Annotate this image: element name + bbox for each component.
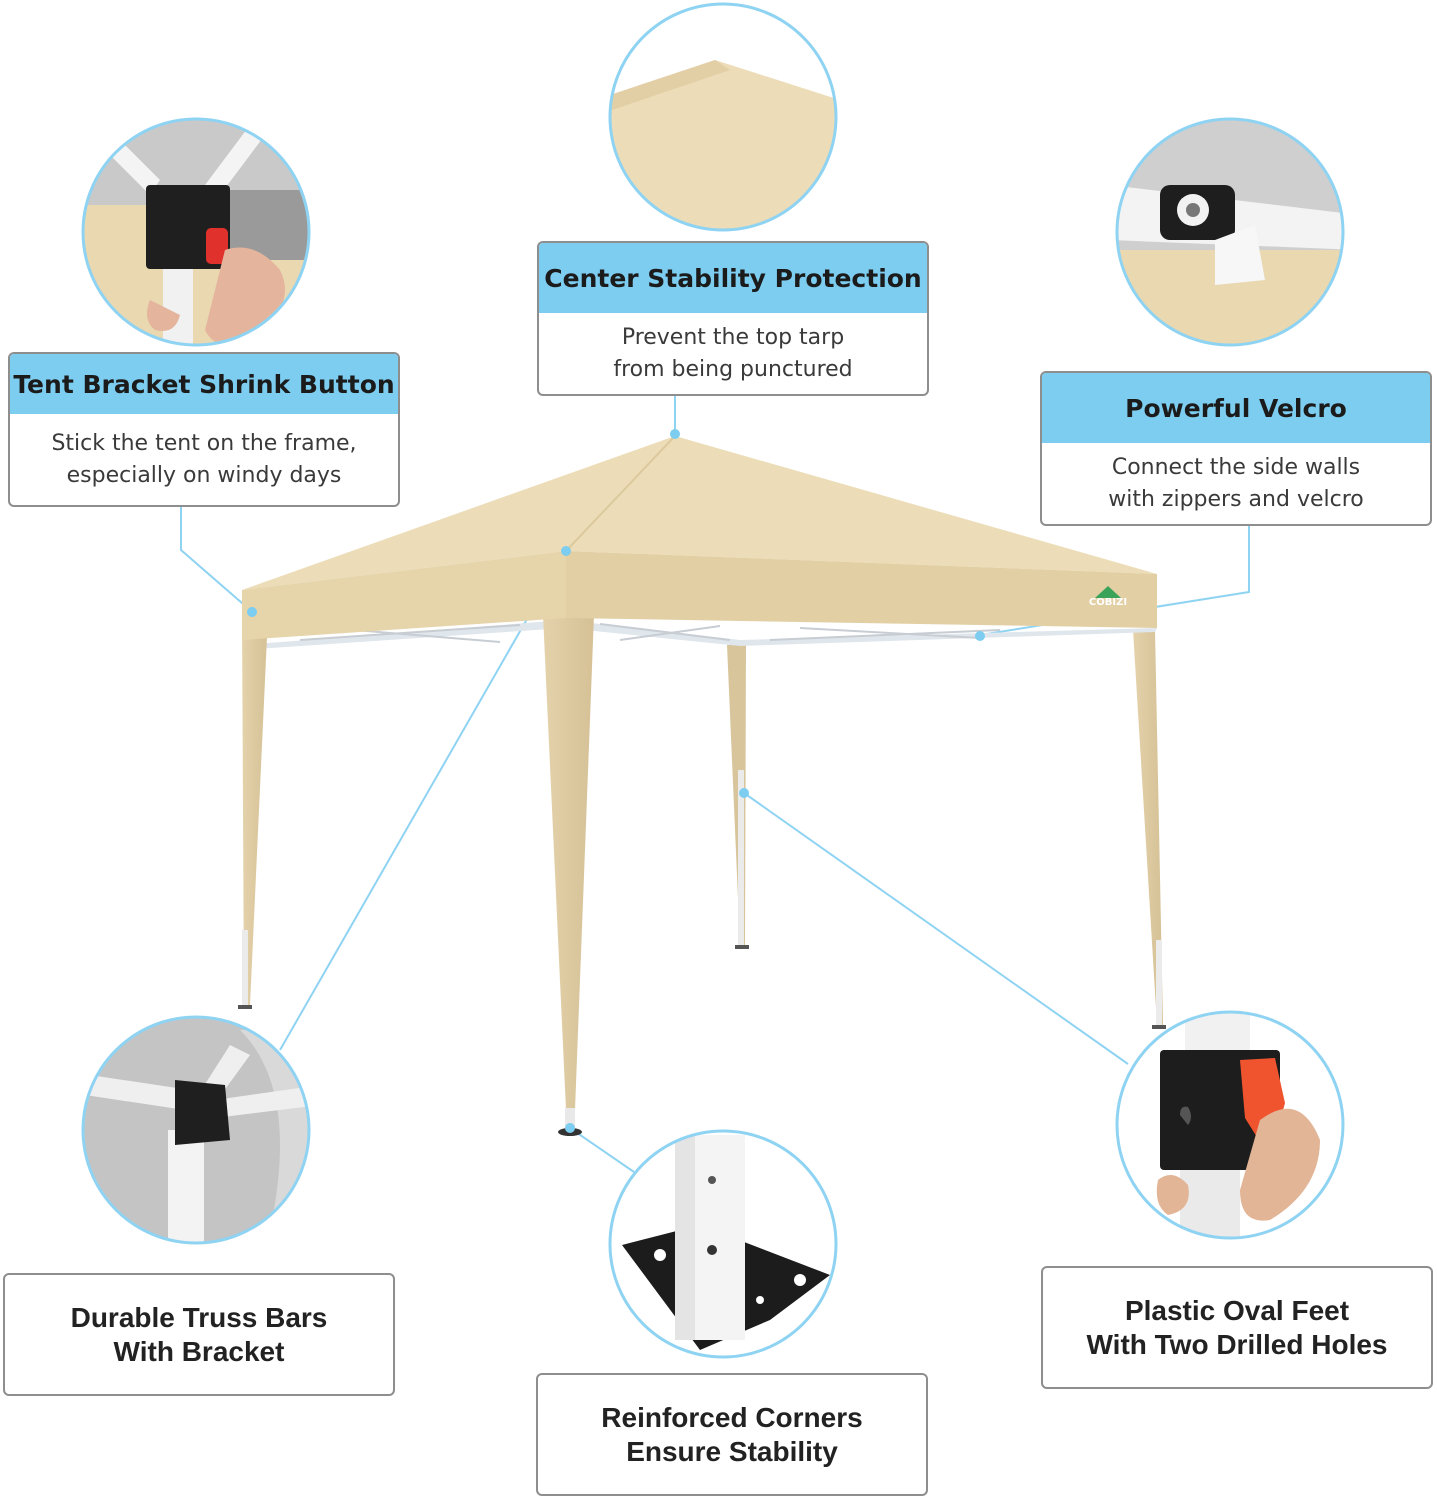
feature-title-line: With Bracket (113, 1335, 285, 1367)
leader-dots (247, 429, 985, 1133)
feature-description-line: Prevent the top tarp (621, 324, 845, 350)
feature-card-truss-bars: Durable Truss Bars With Bracket (3, 1273, 395, 1396)
detail-circle-plastic-feet (1115, 1010, 1345, 1240)
feature-title: Center Stability Protection (539, 243, 927, 313)
leader-lines (180, 395, 1250, 1173)
feature-title-line: Plastic Oval Feet (1124, 1294, 1350, 1326)
feature-card-velcro: Powerful Velcro Connect the side walls w… (1040, 371, 1432, 526)
feature-title: Powerful Velcro (1042, 373, 1430, 443)
feature-card-center-stability: Center Stability Protection Prevent the … (537, 241, 929, 396)
feature-title: Tent Bracket Shrink Button (10, 354, 398, 414)
detail-circle-truss-bars (81, 1015, 311, 1245)
feature-title-line: Reinforced Corners (601, 1401, 863, 1433)
feature-card-reinforced-corners: Reinforced Corners Ensure Stability (536, 1373, 928, 1496)
detail-circle-reinforced-corners (608, 1129, 838, 1359)
feature-description-line: with zippers and velcro (1108, 486, 1364, 512)
detail-circle-bracket-button (81, 117, 311, 347)
pop-up-canopy-tent: COBIZI (238, 435, 1166, 1136)
feature-title-line: Durable Truss Bars (70, 1301, 328, 1333)
feature-title-line: With Two Drilled Holes (1086, 1328, 1388, 1360)
brand-logo: COBIZI (1089, 597, 1127, 608)
feature-description-line: especially on windy days (66, 462, 342, 488)
feature-card-plastic-feet: Plastic Oval Feet With Two Drilled Holes (1041, 1266, 1433, 1389)
detail-circle-velcro (1115, 117, 1345, 347)
detail-circle-roof-top (608, 2, 838, 232)
feature-card-tent-bracket: Tent Bracket Shrink Button Stick the ten… (8, 352, 400, 507)
feature-description-line: from being punctured (613, 356, 853, 382)
feature-title-line: Ensure Stability (626, 1435, 838, 1467)
feature-description-line: Connect the side walls (1111, 454, 1361, 480)
feature-description-line: Stick the tent on the frame, (51, 430, 357, 456)
